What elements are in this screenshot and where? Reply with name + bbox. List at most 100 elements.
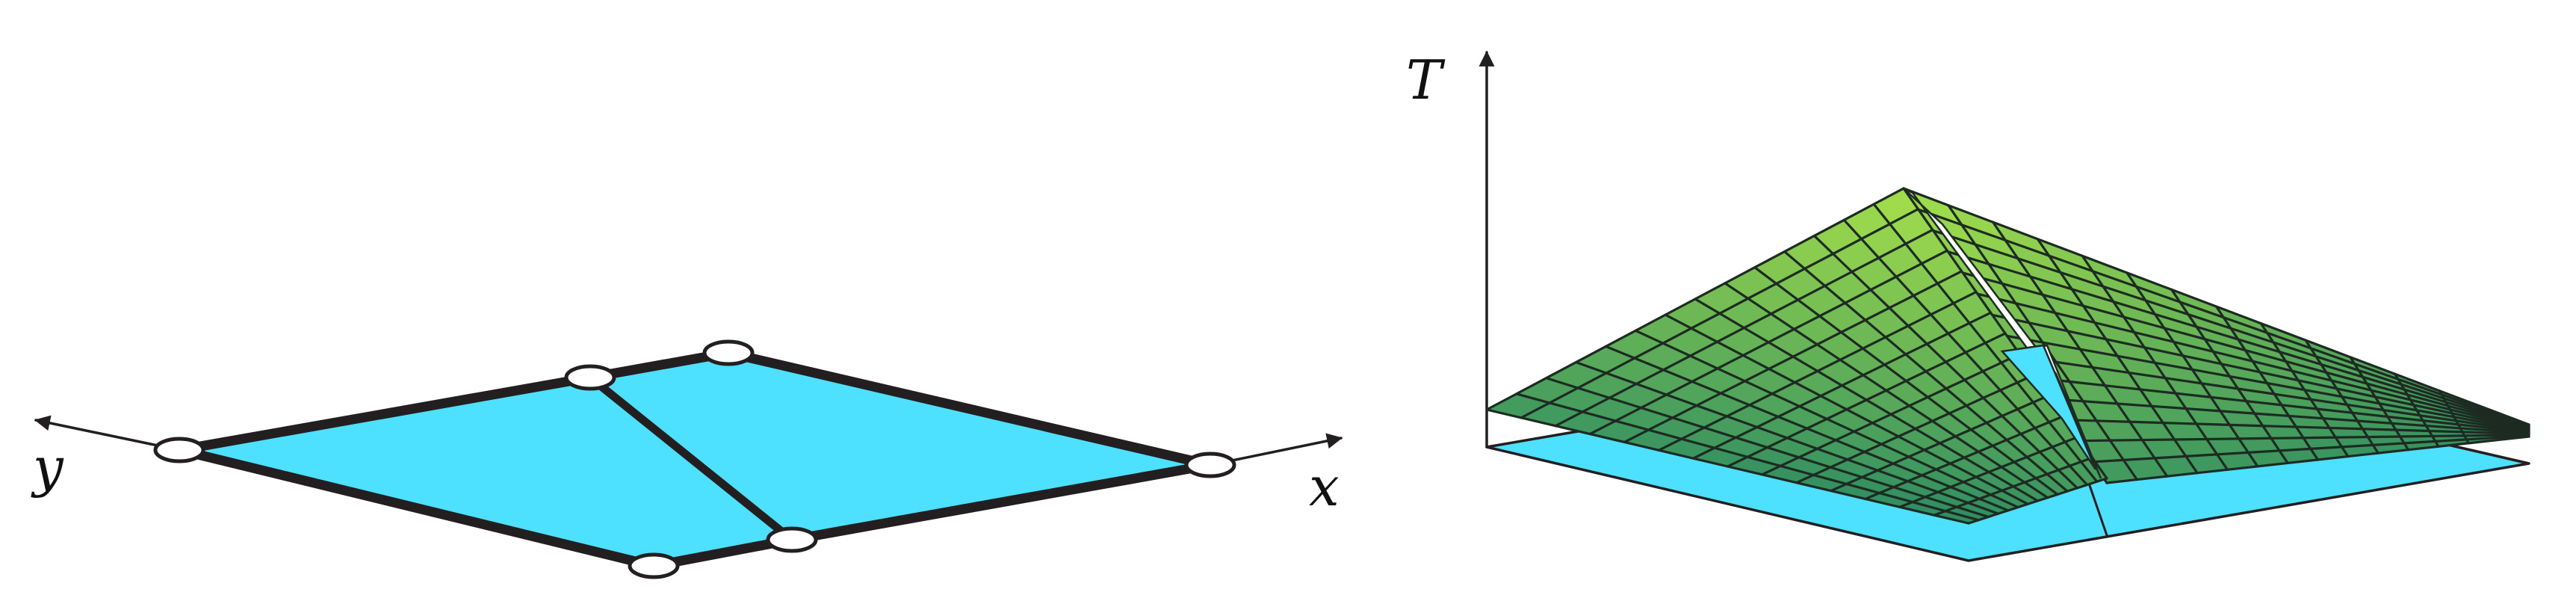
surface-element-left-patch	[1957, 502, 1998, 517]
surface-element-right-patch	[2144, 347, 2193, 370]
surface-element-right-patch	[2279, 351, 2326, 373]
surface-element-left-patch	[2035, 474, 2068, 495]
surface-element-right-patch	[2261, 323, 2312, 348]
surface-element-left-patch	[1907, 475, 1951, 493]
surface-element-right-patch	[2206, 438, 2249, 455]
surface-element-right-patch	[2142, 440, 2186, 458]
surface-element-right-patch	[2213, 351, 2260, 372]
surface-element-right-patch	[2129, 422, 2175, 440]
surface-element-right-patch	[2220, 410, 2263, 426]
node	[153, 437, 205, 463]
surface-element-right-patch	[2171, 289, 2224, 318]
surface-element-left-patch	[1979, 494, 2019, 511]
surface-element-left-patch	[2040, 446, 2070, 470]
surface-element-left-patch	[1836, 431, 1882, 452]
surface-element-left-patch	[2033, 395, 2063, 422]
surface-element-left-patch	[1817, 440, 1865, 460]
surface-element-left-patch	[1933, 511, 1979, 523]
surface-element-left-patch	[1846, 400, 1891, 423]
surface-element-left-patch	[1925, 362, 1965, 389]
surface-element-right-patch	[2123, 317, 2174, 342]
surface-element-right-patch	[1961, 224, 2018, 259]
surface-element-right-patch	[2229, 376, 2275, 395]
surface-element-right-patch	[2001, 283, 2055, 313]
surface-element-left-patch	[1965, 342, 2001, 372]
surface-element-right-patch	[2221, 363, 2267, 383]
surface-element-right-patch	[2285, 361, 2332, 381]
surface-element-right-patch	[2320, 364, 2368, 384]
surface-element-left-patch	[1912, 496, 1957, 511]
surface-element-right-patch	[2303, 437, 2342, 449]
surface-element-right-patch	[2262, 425, 2304, 439]
surface-element-left-patch	[1936, 463, 1976, 482]
surface-element-left-mesh-line	[1795, 373, 2036, 484]
surface-element-left-patch	[1881, 436, 1925, 457]
surface-element-right-patch	[1975, 244, 2031, 277]
surface-element-right-patch	[2173, 342, 2222, 364]
surface-element-right-patch	[2216, 306, 2267, 333]
surface-element-right-patch	[2134, 332, 2183, 356]
t-axis-label: T	[1406, 49, 1446, 111]
surface-element-left-patch	[1787, 428, 1836, 449]
surface-element-left-patch	[1806, 419, 1854, 440]
surface-element-left-mesh-line	[1933, 456, 2094, 517]
surface-element-left-patch	[1922, 469, 1963, 487]
surface-element-left-patch	[2047, 469, 2078, 492]
node	[564, 364, 616, 391]
surface-element-right-mesh-line	[2349, 356, 2410, 452]
surface-element-left-patch	[1932, 413, 1972, 437]
surface-element-left-patch	[1945, 380, 1984, 406]
surface-element-right-patch	[2311, 348, 2359, 371]
surface-element-left-patch	[1963, 477, 2002, 495]
surface-element-right-patch	[2082, 256, 2137, 287]
element-gap	[1903, 187, 2102, 479]
surface-element-left-patch	[1924, 443, 1965, 464]
surface-element-left-patch	[2058, 466, 2087, 488]
surface-element-right-patch	[2217, 452, 2258, 470]
surface-element-left-patch	[1964, 452, 2002, 472]
surface-element-right-patch	[2188, 314, 2238, 339]
surface-element-right-patch	[2015, 303, 2068, 331]
surface-element-left-patch	[2001, 462, 2036, 483]
surface-element-left-patch	[1762, 466, 1814, 483]
surface-element-right-patch	[2030, 277, 2084, 306]
surface-element-right-patch	[2083, 306, 2134, 333]
surface-element-left-patch	[1978, 446, 2015, 467]
node	[628, 552, 680, 579]
surface-element-left-patch	[1877, 463, 1922, 481]
surface-element-left-patch	[1898, 428, 1940, 450]
left-mesh-panel: y x	[31, 339, 1343, 579]
surface-element-left-patch	[2034, 422, 2066, 447]
surface-element-left-patch	[1796, 475, 1847, 491]
surface-element-right-patch	[2329, 428, 2368, 438]
surface-element-left-patch	[1830, 484, 1880, 499]
surface-element-left-patch	[2001, 486, 2038, 505]
surface-element-right-patch	[2341, 396, 2384, 410]
surface-element-left-mesh-line	[1724, 282, 2049, 499]
surface-element-right-patch	[2238, 438, 2280, 453]
surface-element-right-patch	[2126, 272, 2180, 302]
surface-element-right-mesh-line	[2259, 321, 2350, 458]
surface-element-left-patch	[1983, 363, 2018, 391]
surface-element-right-patch	[2182, 355, 2230, 377]
surface-element-left-patch	[1969, 312, 2005, 343]
surface-element-left-patch	[1844, 204, 1890, 239]
surface-element-right-mesh-line	[2304, 339, 2380, 455]
surface-element-left-mesh-line	[1864, 415, 2065, 501]
surface-element-left-patch	[1874, 188, 1919, 224]
node	[1184, 452, 1236, 478]
surface-element-left-mesh-line	[1812, 234, 2078, 490]
surface-element-right-mesh-line	[2076, 434, 2530, 443]
surface-element-left-patch	[1866, 390, 1910, 415]
surface-element-left-patch	[1955, 429, 1993, 452]
surface-element-left-patch	[2069, 461, 2097, 485]
surface-element-left-mesh-line	[1830, 394, 2050, 493]
surface-element-left-patch	[1986, 416, 2021, 440]
surface-element-left-patch	[1847, 452, 1894, 471]
surface-element-right-mesh-line	[2394, 372, 2440, 448]
surface-element-left-patch	[1899, 502, 1946, 516]
surface-element-right-patch	[2005, 240, 2061, 273]
surface-element-left-patch	[1906, 371, 1946, 398]
surface-element-right-patch	[2185, 408, 2230, 425]
surface-element-left-patch	[1939, 436, 1979, 458]
